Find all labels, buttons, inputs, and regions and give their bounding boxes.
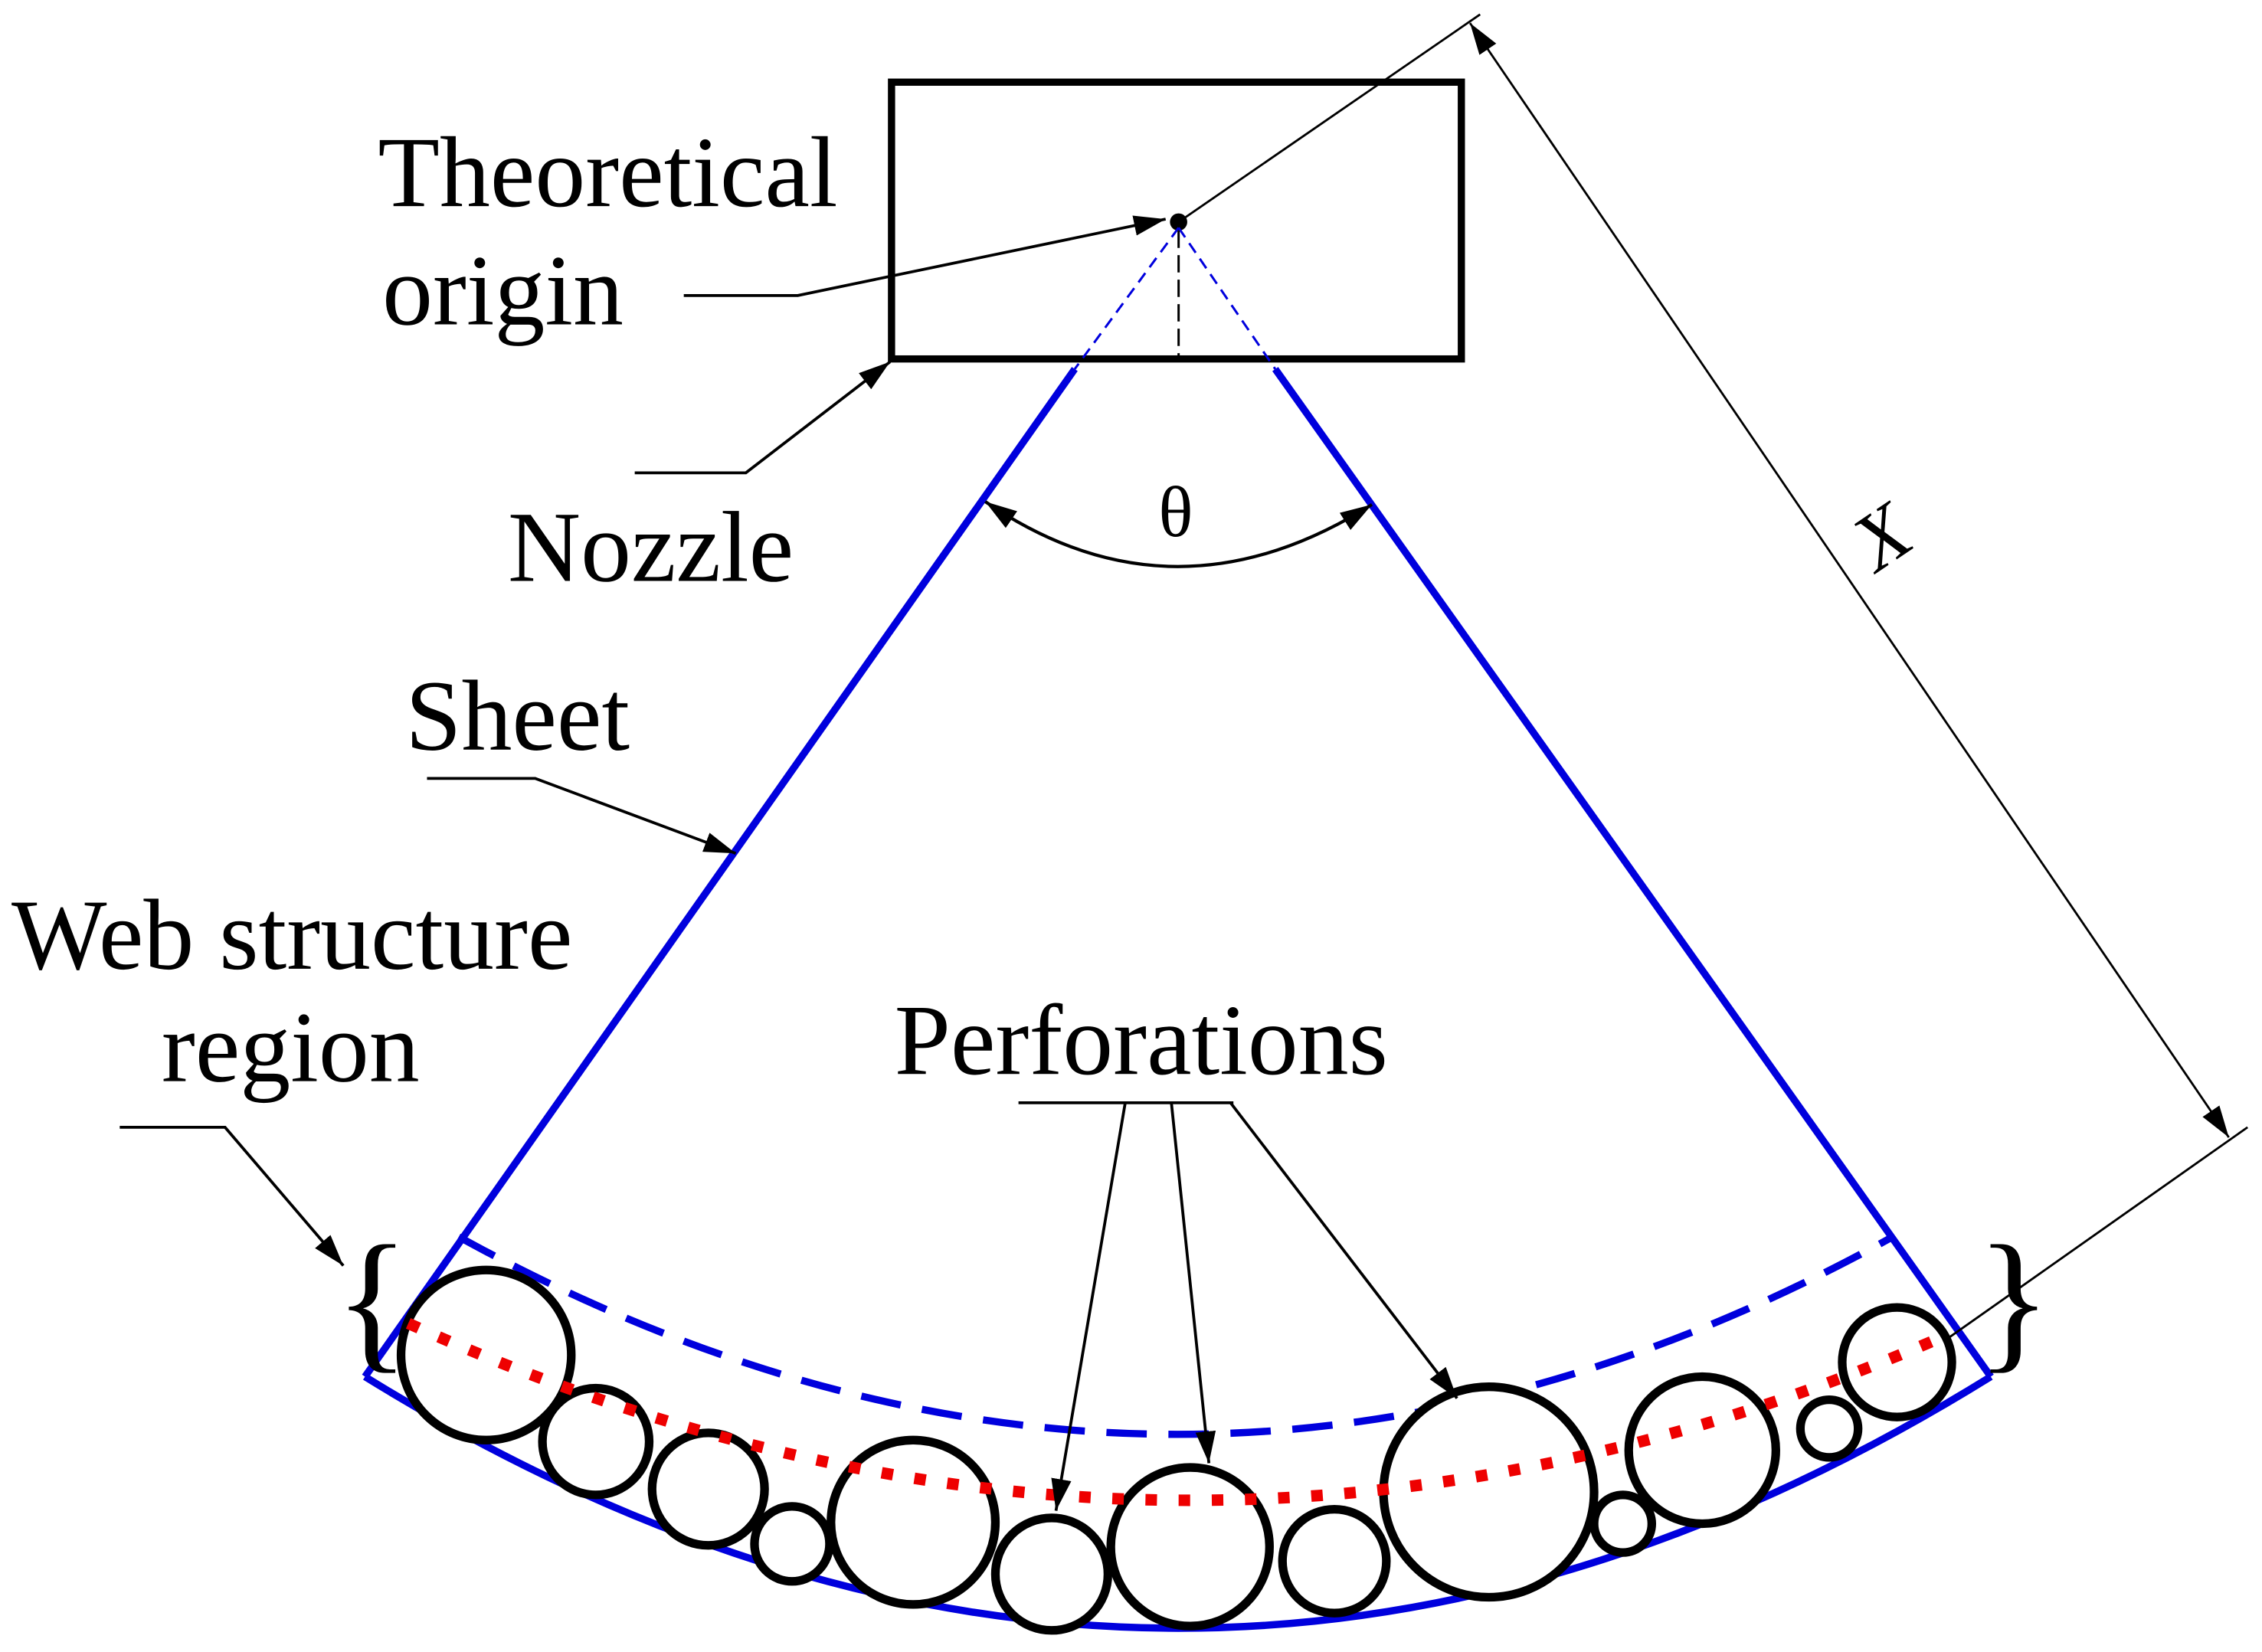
perforation-circle [647,1428,769,1550]
theoretical-origin-label-line1: Theoretical [378,116,837,228]
theta-angle-arc [984,500,1373,568]
perforation-circle [1589,1490,1657,1557]
perforation-circle [750,1502,834,1586]
perforations-leader-1 [1051,1102,1127,1511]
sheet-label: Sheet [405,660,630,772]
web-region-inner-boundary [457,1233,1895,1438]
theoretical-origin-label-line2: origin [382,235,624,347]
perforation-circle [1278,1505,1391,1618]
perforation-circle [1796,1395,1863,1462]
sheet-edge-left [362,367,1078,1379]
web-region-brace-left: { [335,1214,410,1386]
sheet-extension-right [1177,227,1277,370]
nozzle-box [888,78,1465,363]
web-structure-label-line1: Web structure [11,879,572,991]
web-trajectory-dotted [405,1318,1953,1506]
x-extension-bottom [1943,1126,2248,1342]
web-region-brace-right: } [1976,1214,2051,1386]
perforation-circle [1838,1303,1956,1421]
web-structure-label-line2: region [162,992,420,1104]
perforations-label: Perforations [895,984,1388,1096]
perforation-circle [1379,1382,1599,1602]
nozzle-label: Nozzle [508,492,794,604]
perforation-circle [1624,1372,1780,1529]
theta-label: θ [1158,473,1193,552]
perforation-circle [990,1513,1113,1635]
nozzle-leader [634,360,892,475]
x-dimension-line [1468,22,2230,1138]
x-label: X [1834,484,1930,589]
web-structure-leader [119,1125,345,1267]
perforation-circle [396,1265,576,1444]
perforation-circle [1106,1463,1274,1631]
perforations-group [396,1265,1956,1635]
sheet-leader [427,777,737,855]
perforations-leader-3 [1229,1101,1458,1399]
sheet-extension-left [1073,227,1180,370]
theoretical-origin-leader [683,215,1167,297]
perforation-circle [538,1383,654,1500]
x-extension-top [1177,13,1481,224]
perforations-leader-2 [1170,1102,1216,1464]
